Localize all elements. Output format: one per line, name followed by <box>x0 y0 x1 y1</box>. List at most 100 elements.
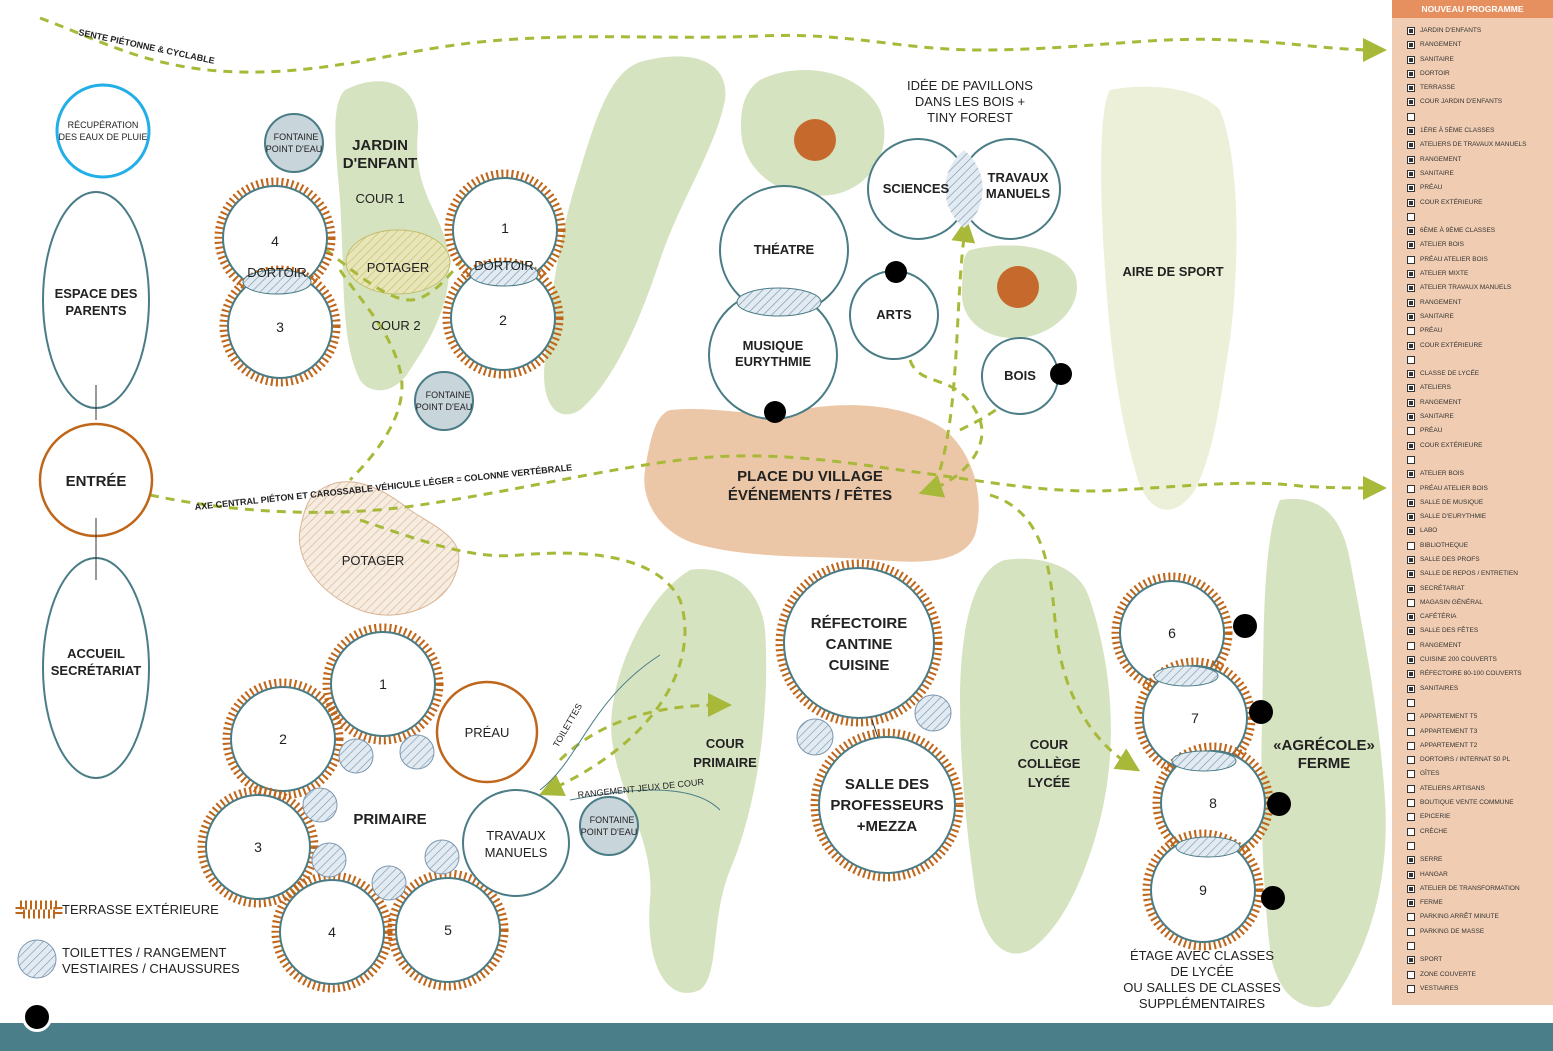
sport-zone <box>1101 86 1237 510</box>
program-list-item: RANGEMENT <box>1407 639 1550 653</box>
checked-box-icon <box>1407 370 1415 379</box>
empty-box-icon <box>1407 598 1415 607</box>
program-list-item: RANGEMENT <box>1407 296 1550 310</box>
program-list-item-label: SANITAIRE <box>1420 312 1454 320</box>
college-room-9-num: 9 <box>1199 882 1207 898</box>
program-list-item-label: SERRE <box>1420 856 1443 864</box>
ferme-label-2: FERME <box>1298 755 1351 772</box>
fontaine-jardin <box>264 113 324 173</box>
parents-label-2: PARENTS <box>65 303 126 318</box>
program-list-item: SALLE D'EURYTHMIE <box>1407 510 1550 524</box>
checked-box-icon <box>1407 312 1415 321</box>
program-list-item-label: RÉFECTOIRE 80-100 COUVERTS <box>1420 670 1522 678</box>
college-room-6-terrace <box>1111 572 1233 694</box>
program-list-item: PRÉAU <box>1407 324 1550 338</box>
program-list-item: DORTOIR <box>1407 67 1550 81</box>
musique-label-1: MUSIQUE <box>743 338 804 353</box>
program-list-item-label: APPARTEMENT T2 <box>1420 741 1478 749</box>
checked-box-icon <box>1407 470 1415 479</box>
empty-box-icon <box>1407 355 1415 364</box>
jardin-potager <box>345 229 451 295</box>
program-list-item-label: DORTOIR <box>1420 69 1450 77</box>
program-list-item: APPARTEMENT T2 <box>1407 739 1550 753</box>
program-list-item: SANITAIRE <box>1407 167 1550 181</box>
cour-primaire-zone <box>611 569 767 993</box>
program-list-item-label: PRÉAU ATELIER BOIS <box>1420 484 1488 492</box>
accueil-label-2: SECRÉTARIAT <box>51 663 142 678</box>
program-list-item-label: 6ÈME À 9ÈME CLASSES <box>1420 227 1496 235</box>
sente-label: SENTE PIÉTONNE & CYCLABLE <box>78 27 216 66</box>
program-list-item: JARDIN D'ENFANTS <box>1407 24 1550 38</box>
checked-box-icon <box>1407 270 1415 279</box>
legend-terrasse-swatch <box>15 900 63 919</box>
college-room-9-terrace <box>1142 829 1264 951</box>
checked-box-icon <box>1407 298 1415 307</box>
program-list-item: ATELIERS <box>1407 381 1550 395</box>
jardin-room-3-terrace <box>219 265 341 387</box>
bois-entry-dot <box>1050 363 1072 385</box>
fontaine-primaire <box>579 796 639 856</box>
etage-label-2: DE LYCÉE <box>1170 964 1234 979</box>
empty-box-icon <box>1407 641 1415 650</box>
jardin-room-2-terrace <box>442 257 564 379</box>
program-list-item: BIBLIOTHEQUE <box>1407 539 1550 553</box>
college-room-8-num: 8 <box>1209 795 1217 811</box>
program-list-item-label: MAGASIN GÉNÉRAL <box>1420 598 1483 606</box>
sciences-travaux-overlap <box>945 150 983 228</box>
jardin-dortoir-left <box>242 269 312 295</box>
program-list-item-label: SALLE DES PROFS <box>1420 555 1480 563</box>
primaire-room-5 <box>395 877 501 983</box>
primaire-room-2-terrace <box>222 678 344 800</box>
primaire-toilet-6 <box>371 865 407 901</box>
checked-box-icon <box>1407 141 1415 150</box>
empty-box-icon <box>1407 827 1415 836</box>
program-list-item: ZONE COUVERTE <box>1407 968 1550 982</box>
empty-box-icon <box>1407 841 1415 850</box>
legend-toilettes-swatch <box>17 939 57 979</box>
program-list-item-label: PRÉAU <box>1420 327 1443 335</box>
program-list-item: APPARTEMENT T3 <box>1407 725 1550 739</box>
primaire-travaux-label-1: TRAVAUX <box>486 828 546 843</box>
checked-box-icon <box>1407 55 1415 64</box>
empty-box-icon <box>1407 741 1415 750</box>
program-list-item-label: GÎTES <box>1420 770 1440 778</box>
program-list-item: SALLE DES FÊTES <box>1407 624 1550 638</box>
program-list-item: MAGASIN GÉNÉRAL <box>1407 596 1550 610</box>
checked-box-icon <box>1407 284 1415 293</box>
pavillons-label-2: DANS LES BOIS + <box>915 94 1025 109</box>
empty-box-icon <box>1407 541 1415 550</box>
rainwater-label-2: DES EAUX DE PLUIE <box>58 132 147 142</box>
empty-box-icon <box>1407 112 1415 121</box>
pavillons-label-1: IDÉE DE PAVILLONS <box>907 78 1033 93</box>
footer-dot <box>22 1002 52 1032</box>
primaire-toilet-2 <box>399 734 435 770</box>
program-list-item-label: RANGEMENT <box>1420 398 1462 406</box>
fontaine-jardin-label-1: FONTAINE <box>274 132 319 142</box>
jardin-dortoir-label-right: DORTOIR <box>474 258 533 273</box>
program-list-item-label: COUR EXTÉRIEURE <box>1420 341 1483 349</box>
program-list-item: VESTIAIRES <box>1407 982 1550 996</box>
program-sidebar <box>1392 0 1553 1005</box>
program-list-item: PRÉAU ATELIER BOIS <box>1407 253 1550 267</box>
program-list-item: PARKING ARRÊT MINUTE <box>1407 910 1550 924</box>
empty-box-icon <box>1407 727 1415 736</box>
jardin-room-1-num: 1 <box>501 220 509 236</box>
checked-box-icon <box>1407 584 1415 593</box>
forest-icon-mid <box>997 266 1039 308</box>
checked-box-icon <box>1407 341 1415 350</box>
empty-box-icon <box>1407 913 1415 922</box>
program-list-item-label: COUR JARDIN D'ENFANTS <box>1420 98 1503 106</box>
program-list-item-label: SANITAIRES <box>1420 684 1459 692</box>
accueil-label-1: ACCUEIL <box>67 646 125 661</box>
program-list-item-label: SALLE DES FÊTES <box>1420 627 1479 635</box>
program-list-item: APPARTEMENT T5 <box>1407 710 1550 724</box>
arts-entry-dot <box>885 261 907 283</box>
program-list-item <box>1407 839 1550 853</box>
checked-box-icon <box>1407 884 1415 893</box>
legend-terrasse-label: TERRASSE EXTÉRIEURE <box>62 902 219 917</box>
checked-box-icon <box>1407 69 1415 78</box>
program-list-item: ATELIERS DE TRAVAUX MANUELS <box>1407 138 1550 152</box>
travaux-label-1: TRAVAUX <box>988 170 1049 185</box>
checked-box-icon <box>1407 41 1415 50</box>
ferme-zone <box>1261 498 1386 1008</box>
